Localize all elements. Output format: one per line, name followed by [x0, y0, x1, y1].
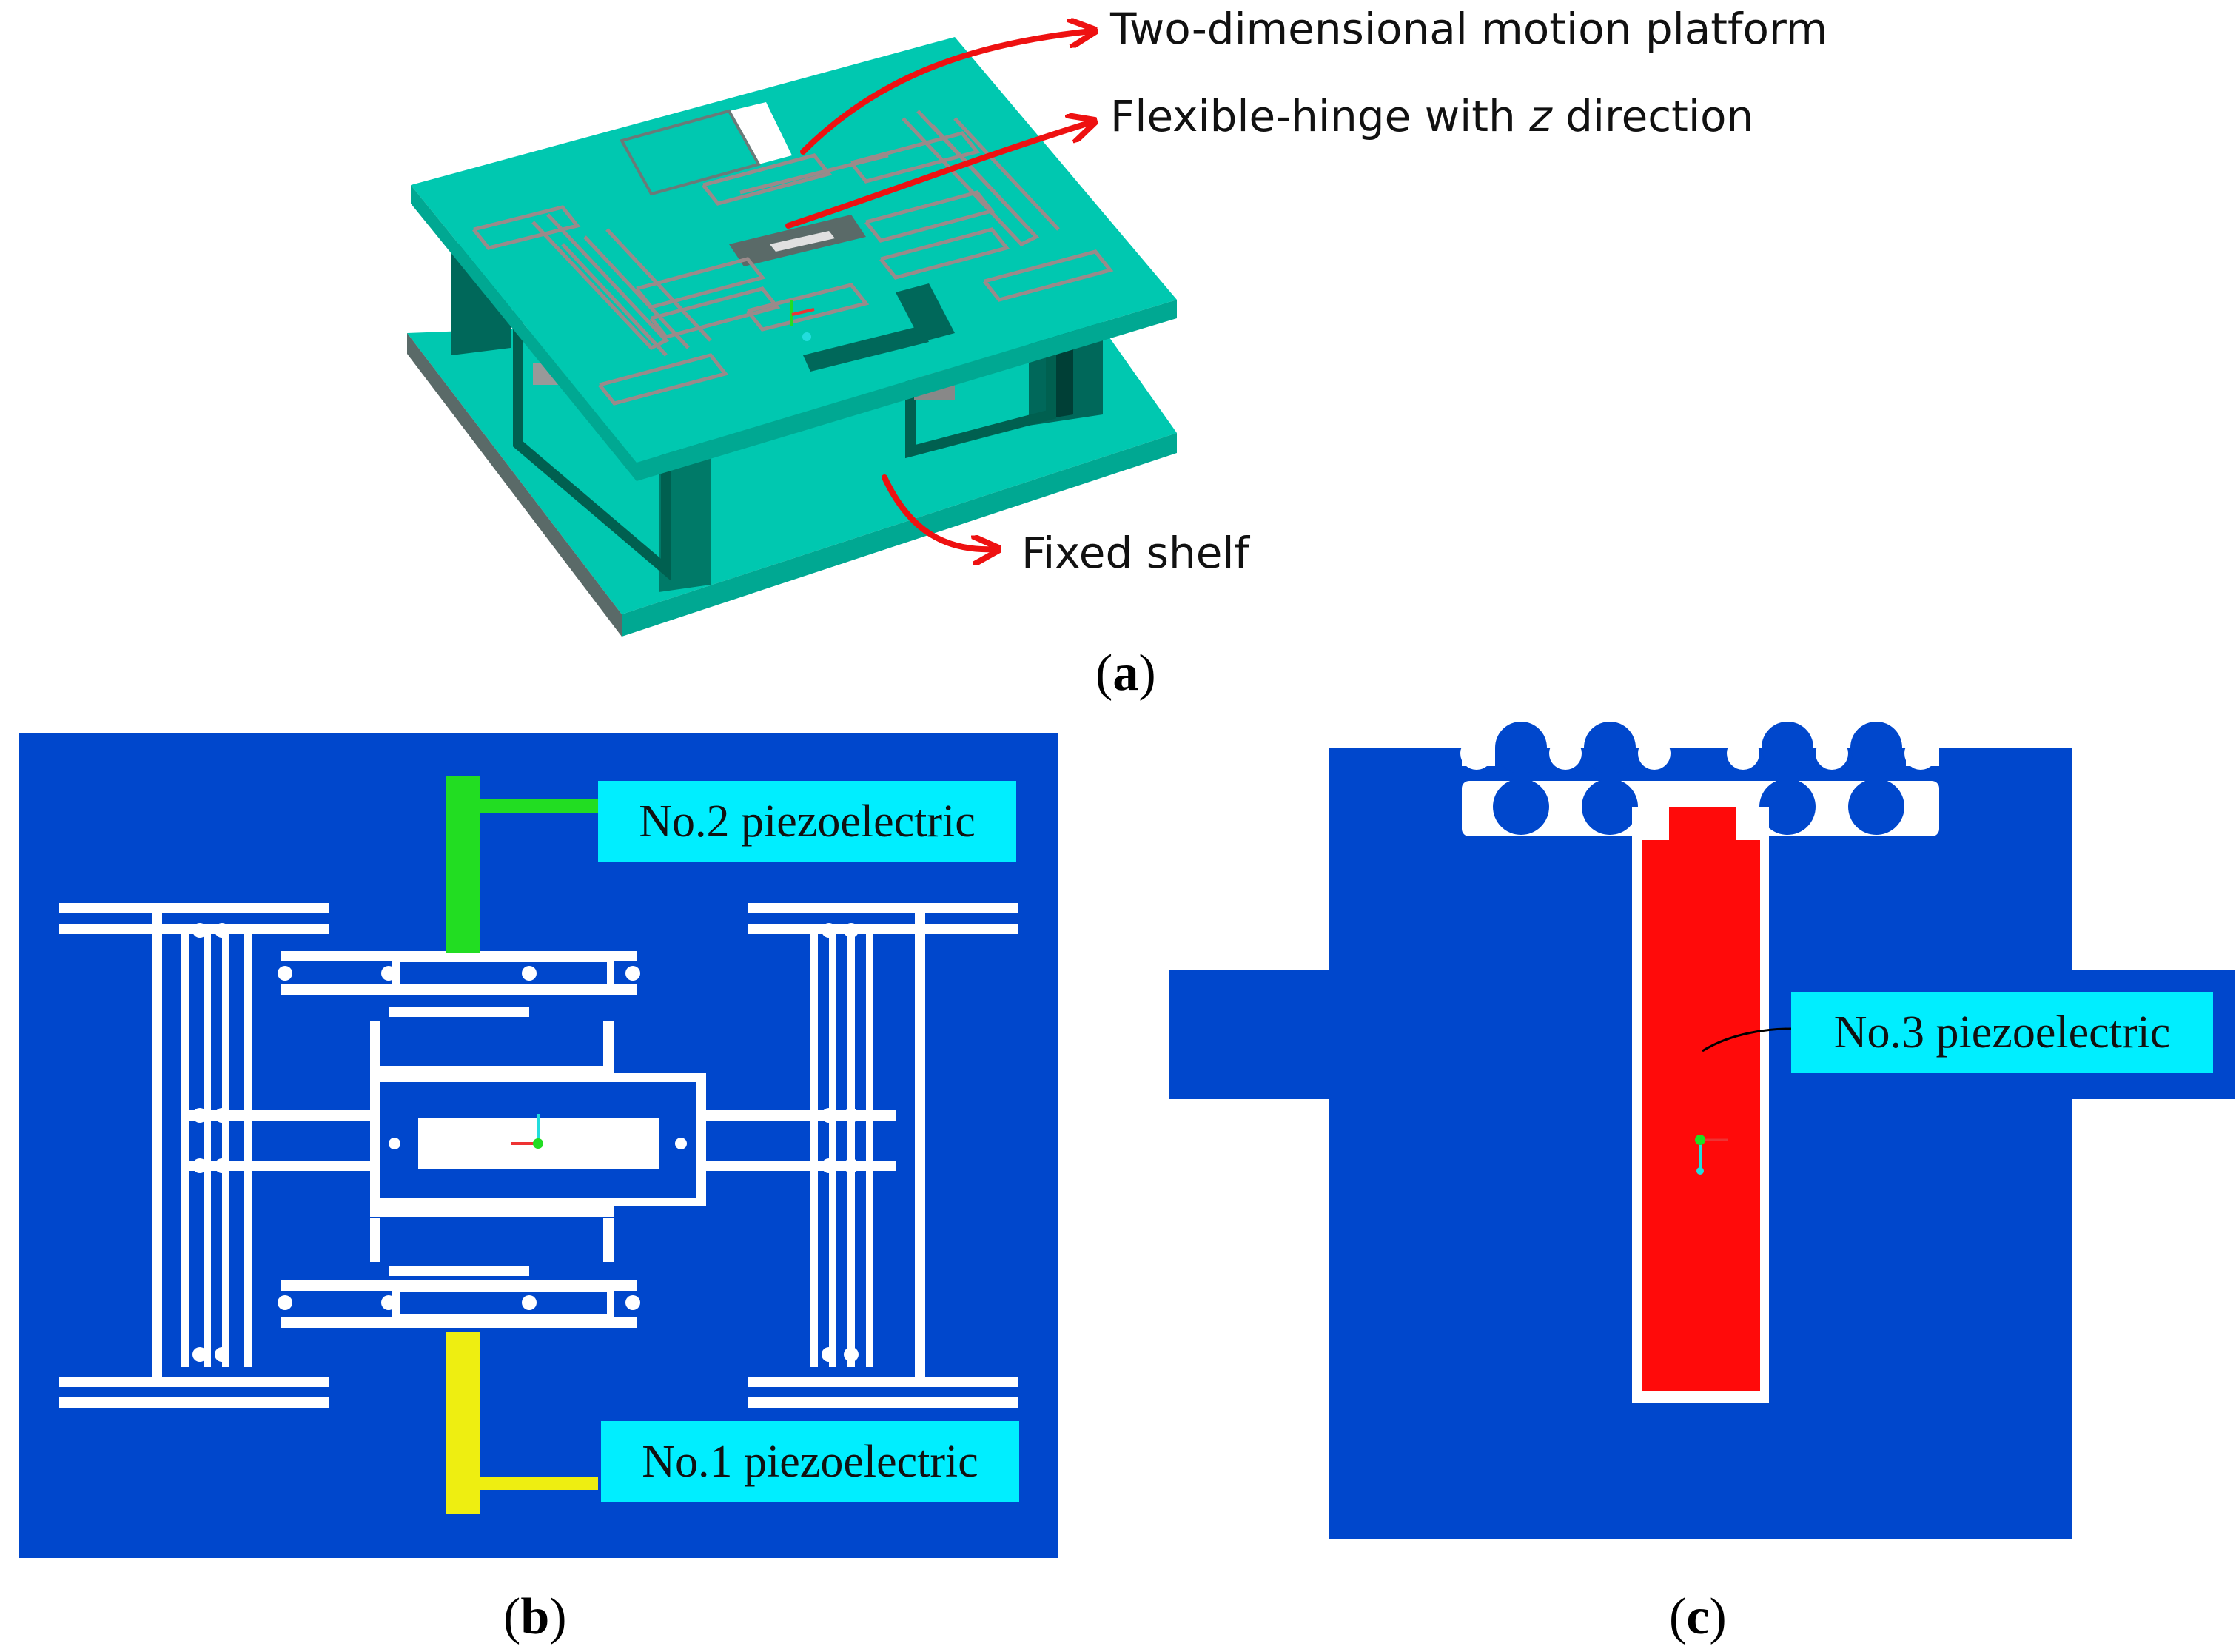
- annotation-arrows: [785, 31, 1092, 549]
- motion-platform-top: [411, 37, 1177, 481]
- caption-c: (c): [1669, 1588, 1727, 1645]
- panel-b-fe-model: [19, 733, 1058, 1558]
- caption-a: (a): [1095, 645, 1156, 702]
- label-hinge-suffix: direction: [1551, 91, 1754, 141]
- piezo-2-label-box: [598, 781, 1016, 862]
- caption-b-letter: b: [520, 1588, 550, 1645]
- arrow-hinge: [785, 122, 1092, 229]
- piezo-3-red: [1642, 807, 1760, 1391]
- arrow-shelf: [882, 474, 996, 549]
- piezo-1-yellow: [446, 1332, 598, 1514]
- label-hinge: Flexible-hinge with z direction: [1110, 95, 1753, 138]
- caption-c-letter: c: [1686, 1588, 1710, 1645]
- caption-b: (b): [503, 1588, 567, 1645]
- arrow-platform: [800, 31, 1092, 155]
- label-hinge-prefix: Flexible-hinge with: [1110, 91, 1530, 141]
- label-shelf: Fixed shelf: [1021, 528, 1249, 578]
- label-piezo-2: No.2 piezoelectric: [639, 796, 976, 847]
- label-piezo-1: No.1 piezoelectric: [642, 1437, 978, 1487]
- label-platform: Two-dimensional motion platform: [1110, 4, 1828, 54]
- panel-a-3d-model: [407, 37, 1177, 637]
- piezo-3-label-box: [1791, 992, 2213, 1073]
- label-piezo-3: No.3 piezoelectric: [1833, 1007, 2171, 1058]
- piezo-2-green: [446, 776, 598, 953]
- caption-a-letter: a: [1112, 645, 1139, 702]
- panel-c-fe-model: [1169, 722, 2235, 1539]
- label-hinge-axis: z: [1529, 91, 1552, 141]
- piezo-1-label-box: [601, 1421, 1019, 1502]
